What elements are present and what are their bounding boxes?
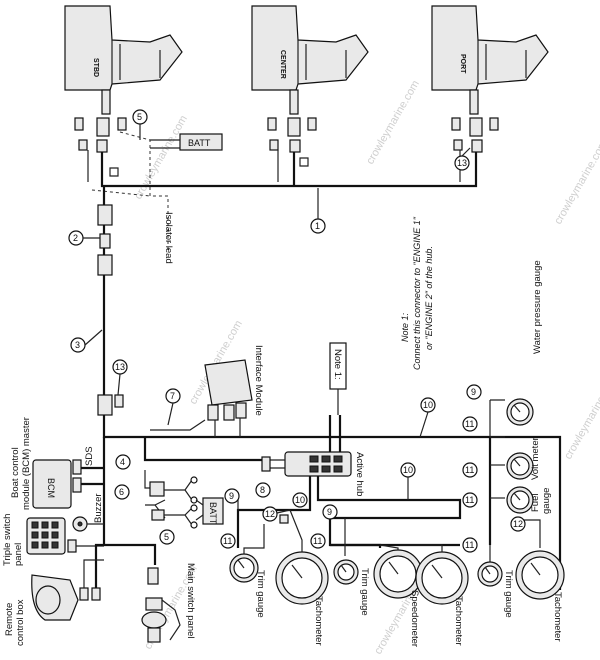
note-text-line-3: or "ENGINE 2" of the hub. — [424, 246, 434, 350]
callout-11c: 11 — [465, 419, 474, 429]
watermark: crowleymarine.com — [562, 373, 600, 461]
active-hub-label: Active hub — [354, 452, 365, 496]
callout-7: 7 — [170, 391, 175, 401]
sds-label: SDS — [84, 446, 95, 466]
bcm-label-1: Boat control — [10, 447, 21, 498]
fuel-gauge-label-1: Fuel — [530, 494, 541, 512]
callout-9a: 9 — [229, 491, 234, 501]
interface-module: Interface Module — [204, 345, 264, 421]
callout-10a: 10 — [423, 400, 433, 410]
gauges-middle: Trim gauge Speedometer Tachometer — [330, 518, 469, 647]
engine-label-port: PORT — [459, 54, 466, 74]
callout-11a: 11 — [223, 536, 232, 546]
callout-5a: 5 — [137, 112, 142, 122]
callout-11f: 11 — [465, 540, 474, 550]
callout-3: 3 — [75, 340, 80, 350]
callout-11e: 11 — [465, 495, 474, 505]
triple-switch-panel: Triple switch panel — [2, 514, 104, 566]
callout-4: 4 — [120, 457, 125, 467]
callout-10c: 10 — [295, 495, 305, 505]
trunk-cable — [97, 186, 124, 420]
gauges-left: Trim gauge Tachometer — [229, 496, 329, 646]
remote-label-2: control box — [15, 599, 26, 646]
buzzer: Buzzer — [72, 493, 104, 532]
watermark: crowleymarine.com — [132, 113, 190, 201]
batt-label-top: BATT — [188, 138, 211, 148]
engine-stbd: STBD — [64, 5, 183, 115]
watermark: crowleymarine.com — [552, 138, 600, 226]
note-text: Note 1: Connect this connector to "ENGIN… — [400, 216, 434, 370]
tachometer-label-2: Tachometer — [453, 596, 464, 646]
batt-label-bottom: BATT — [208, 502, 218, 525]
engine-label-stbd: STBD — [92, 58, 99, 77]
water-pressure-gauge-label: Water pressure gauge — [532, 260, 543, 354]
main-bus — [87, 150, 478, 188]
callout-10b: 10 — [403, 465, 413, 475]
bcm-label-2: module (BCM) master — [21, 417, 32, 510]
callout-9c: 9 — [471, 387, 476, 397]
callout-1: 1 — [315, 221, 320, 231]
triple-switch-label-2: panel — [13, 543, 24, 566]
watermark: crowleymarine.com — [364, 78, 422, 166]
engine-label-center: CENTER — [279, 50, 286, 79]
note-box-label: Note 1: — [332, 349, 343, 380]
note-text-line-2: Connect this connector to "ENGINE 1" — [412, 216, 422, 370]
tachometer-label-1: Tachometer — [313, 596, 324, 646]
fuel-gauge-label-2: gauge — [541, 488, 552, 514]
remote-control-box: Remote control box — [4, 543, 104, 646]
interface-module-label: Interface Module — [253, 345, 264, 416]
engine-center: CENTER — [251, 5, 369, 115]
volt-meter-label: Volt meter — [530, 437, 541, 480]
callout-6: 6 — [119, 487, 124, 497]
callout-11b: 11 — [313, 536, 322, 546]
callout-9b: 9 — [327, 507, 332, 517]
bcm-master: BCM Boat control module (BCM) master — [10, 417, 104, 510]
leader-lines — [83, 124, 471, 500]
callouts: 1 2 3 4 5 5 6 7 8 9 9 9 10 10 10 11 11 1… — [68, 109, 526, 553]
gauges-right: Water pressure gauge Volt meter Fuel gau… — [477, 260, 565, 642]
callout-12b: 12 — [513, 519, 523, 529]
engine-port: PORT — [431, 5, 549, 115]
callout-13a: 13 — [115, 362, 125, 372]
isolator-lead-label: Isolator lead — [163, 212, 174, 264]
note-text-line-1: Note 1: — [400, 312, 410, 342]
bcm-harness: BATT — [143, 437, 262, 529]
callout-13b: 13 — [457, 158, 467, 168]
callout-2: 2 — [73, 233, 78, 243]
buzzer-label: Buzzer — [93, 493, 104, 523]
main-switch-panel: Main switch panel — [104, 543, 196, 643]
note-box: Note 1: — [329, 342, 347, 415]
triple-switch-label-1: Triple switch — [2, 514, 13, 566]
main-switch-panel-label: Main switch panel — [185, 563, 196, 639]
trim-gauge-label-3: Trim gauge — [503, 570, 514, 618]
callout-11d: 11 — [465, 465, 474, 475]
callout-12a: 12 — [265, 509, 275, 519]
callout-5b: 5 — [164, 532, 169, 542]
bcm-tag: BCM — [46, 478, 56, 498]
bus-loop — [102, 415, 562, 590]
engine-connectors — [74, 117, 499, 153]
trim-gauge-label-2: Trim gauge — [359, 568, 370, 616]
remote-label-1: Remote — [4, 603, 15, 636]
callout-8: 8 — [260, 485, 265, 495]
active-hub: Active hub — [261, 437, 365, 496]
trim-gauge-label-1: Trim gauge — [255, 570, 266, 618]
tachometer-label-3: Tachometer — [552, 592, 563, 642]
speedometer-label: Speedometer — [409, 590, 420, 647]
